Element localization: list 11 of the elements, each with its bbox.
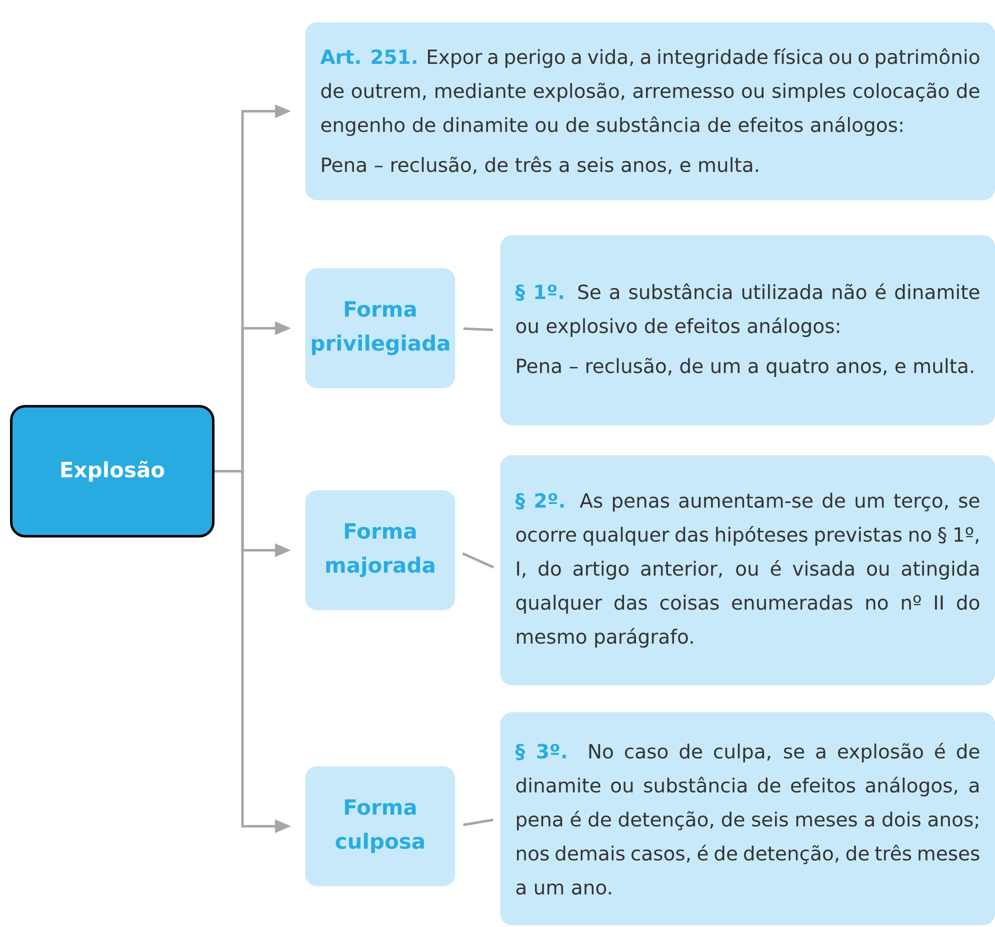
category-box: Forma majorada [305,490,456,610]
legal-text-box: § 1º. Se a substância utilizada não é dinamite ou explosivo de efeitos análogos: Pena – reclusão, de um a quatro anos, e multa. [500,235,995,426]
connector-line [463,327,494,332]
legal-text-box: § 3º. No caso de culpa, se a explosão é de dinamite ou substância de efeitos análogos, a pena é de detenção, de seis meses a dois anos; nos demais casos, é de detenção, de três meses a um ano. [500,712,995,926]
legal-text-box: § 2º. As penas aumentam-se de um terço, se ocorre qualquer das hipóteses previstas no § 1º, I, do artigo anterior, ou é visada ou atingida qualquer das coisas enumeradas no nº II do mesmo parágrafo. [500,455,995,686]
connector-line [463,818,494,826]
category-box: Forma privilegiada [305,268,456,388]
topic-box: Explosão [10,405,214,538]
legal-text-box: Art. 251. Expor a perigo a vida, a integridade física ou o patrimônio de outrem, mediante explosão, arremesso ou simples colocação de engenho de dinamite ou de substância de efeitos análogos: Pena – reclusão, de três a seis anos, e multa. [305,22,995,200]
connector-line [462,552,494,568]
category-box: Forma culposa [305,766,456,886]
